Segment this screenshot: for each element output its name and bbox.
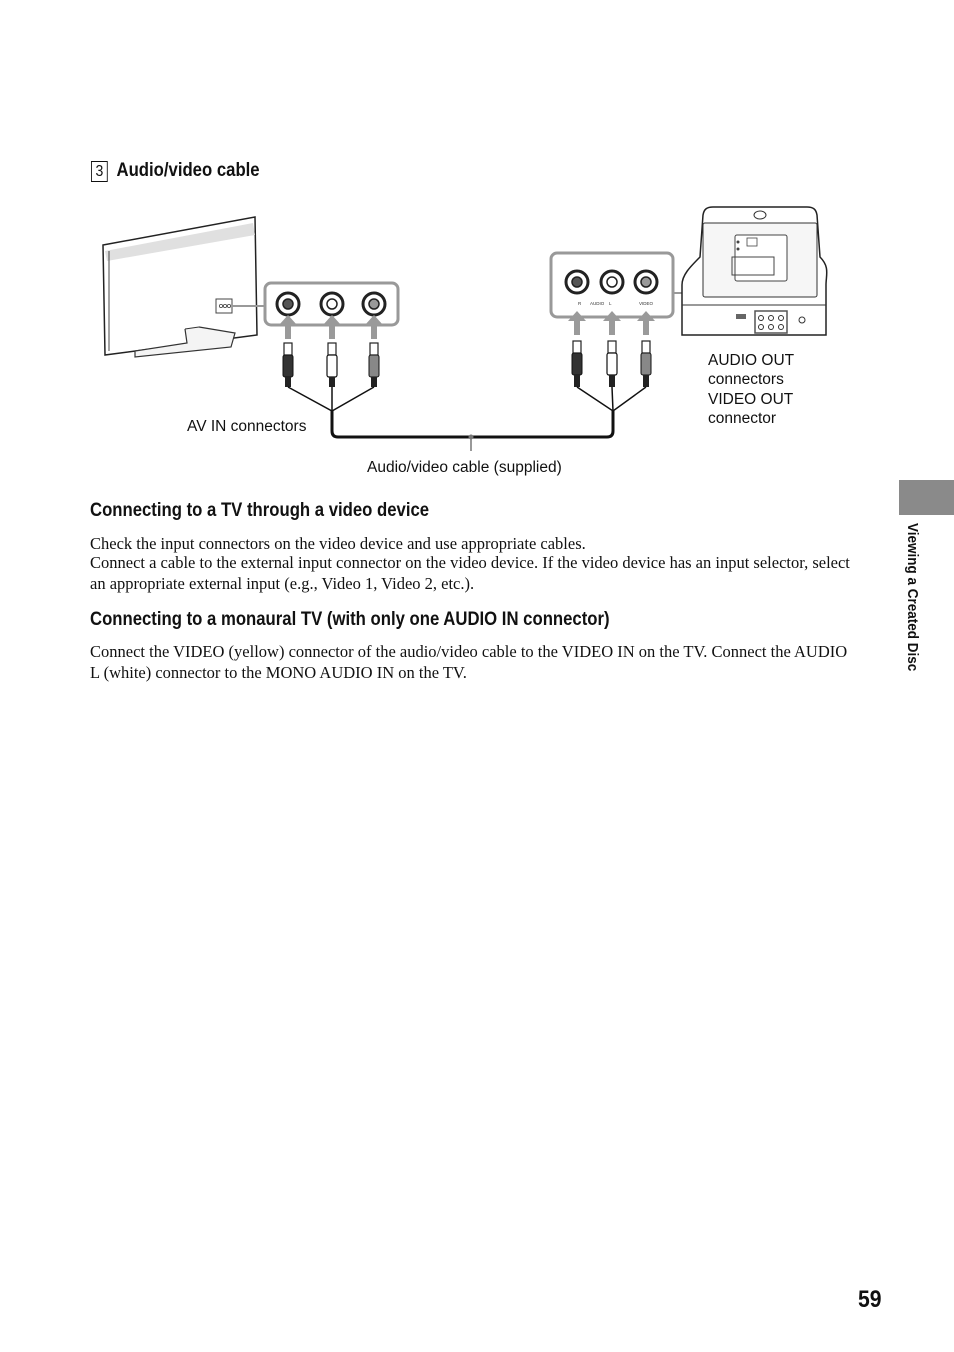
cable-label: Audio/video cable (supplied) — [367, 459, 562, 476]
step-number-box: 3 — [91, 160, 108, 182]
panel-label-audio: AUDIO — [590, 301, 605, 306]
av-cable — [287, 386, 647, 451]
monaural-paragraph: Connect the VIDEO (yellow) connector of … — [90, 642, 848, 682]
video-out-label-line2: connector — [708, 410, 776, 427]
connection-diagram: R AUDIO L VIDEO — [102, 206, 828, 476]
audio-out-label-line1: AUDIO OUT — [708, 352, 795, 369]
left-plugs — [279, 315, 383, 387]
monaural-heading: Connecting to a monaural TV (with only o… — [90, 609, 610, 630]
output-panel: R AUDIO L VIDEO — [549, 251, 675, 319]
audio-out-label-line2: connectors — [708, 371, 784, 388]
step-heading: 3 Audio/video cable — [91, 160, 260, 182]
disc-device-illustration — [681, 206, 828, 336]
video-device-paragraph-2: Connect a cable to the external input co… — [90, 553, 850, 593]
tv-illustration — [102, 216, 258, 358]
panel-label-r: R — [578, 301, 582, 306]
video-out-label-line1: VIDEO OUT — [708, 391, 794, 408]
av-in-connectors-label: AV IN connectors — [187, 418, 307, 435]
chapter-tab-marker — [899, 480, 954, 515]
step-title: Audio/video cable — [116, 160, 260, 181]
page-number: 59 — [858, 1286, 882, 1313]
panel-label-l: L — [609, 301, 612, 306]
video-device-paragraph-1: Check the input connectors on the video … — [90, 534, 586, 553]
panel-label-video: VIDEO — [639, 301, 654, 306]
video-device-heading: Connecting to a TV through a video devic… — [90, 500, 430, 521]
right-plugs — [568, 311, 655, 387]
chapter-tab-label: Viewing a Created Disc — [904, 523, 921, 672]
